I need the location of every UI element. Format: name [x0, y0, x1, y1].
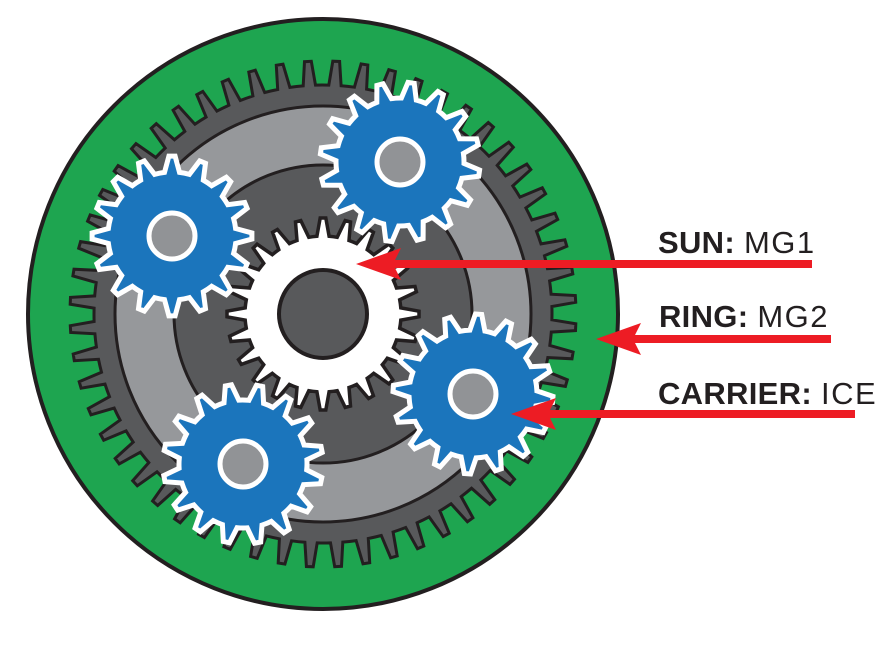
label-carrier-value: ICE	[820, 376, 878, 411]
label-ring-term: RING:	[659, 299, 749, 334]
label-carrier-term: CARRIER:	[658, 376, 812, 411]
label-ring: RING: MG2	[659, 299, 829, 335]
sun-arrow-head	[356, 248, 401, 280]
label-ring-value: MG2	[757, 299, 830, 334]
label-carrier: CARRIER: ICE	[658, 376, 877, 412]
ring-arrow-head	[596, 323, 641, 355]
label-sun-term: SUN:	[658, 225, 735, 260]
planet-bottom-hub	[217, 438, 269, 490]
planet-top-hub	[374, 136, 426, 188]
planet-right-hub	[447, 368, 499, 420]
planet-left-hub	[146, 210, 198, 262]
label-sun-value: MG1	[743, 225, 816, 260]
carrier-arrow-head	[511, 398, 556, 430]
sun-gear-hub	[277, 268, 369, 360]
label-sun: SUN: MG1	[658, 225, 816, 261]
